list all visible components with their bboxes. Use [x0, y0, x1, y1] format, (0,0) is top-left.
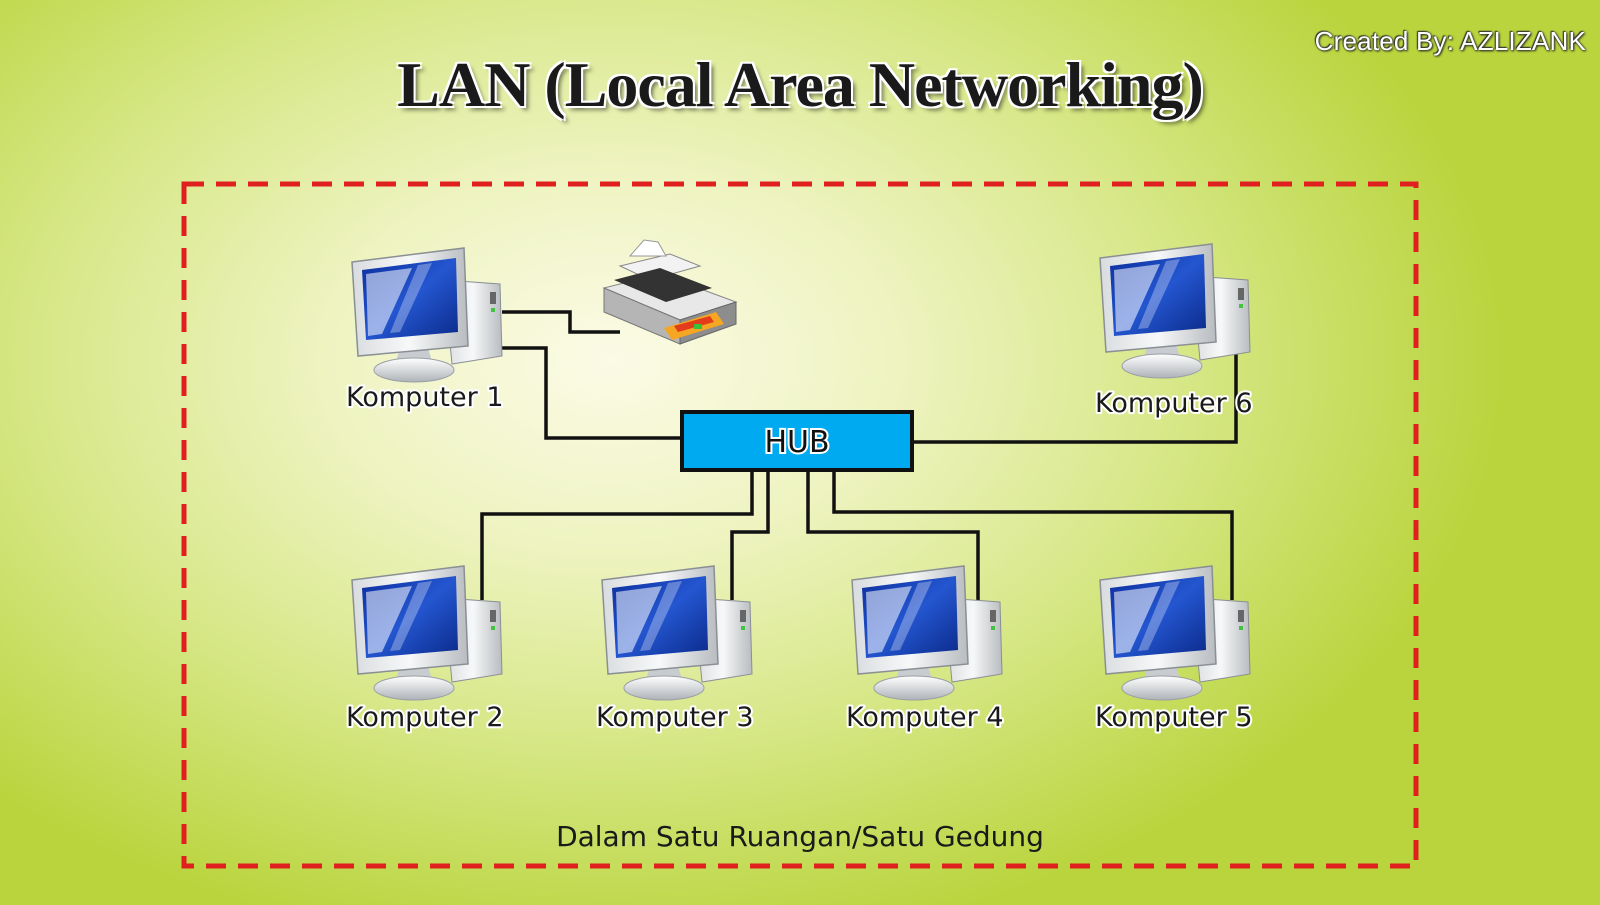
- computer-node-3: Komputer 3: [594, 565, 756, 735]
- computer-node-5: Komputer 5: [1093, 565, 1255, 735]
- computer-label-3: Komputer 3: [596, 702, 754, 733]
- computer-monitor-icon: [351, 247, 503, 383]
- computer-label-2: Komputer 2: [346, 702, 504, 733]
- hub-box: [680, 410, 914, 472]
- boundary-caption: Dalam Satu Ruangan/Satu Gedung: [556, 820, 1044, 853]
- computer-label-1: Komputer 1: [346, 382, 504, 413]
- computer-monitor-icon: [1099, 243, 1251, 379]
- hub-label: HUB: [764, 425, 829, 460]
- computer-node-1: Komputer 1: [344, 247, 506, 415]
- page-credit: Created By: AZLIZANK: [1314, 26, 1586, 56]
- computer-monitor-icon: [601, 565, 753, 701]
- computer-node-6: Komputer 6: [1093, 243, 1255, 421]
- cable-k5-hub: [832, 470, 1234, 600]
- network-cables: [480, 310, 1238, 600]
- page-title: LAN (Local Area Networking): [397, 49, 1204, 120]
- boundary-box: [181, 181, 1419, 869]
- computer-label-4: Komputer 4: [846, 702, 1004, 733]
- computer-monitor-icon: [351, 565, 503, 701]
- cable-k4-hub: [806, 470, 980, 600]
- cable-k1-hub: [502, 346, 682, 440]
- cable-k3-hub: [730, 470, 770, 600]
- cable-k6-hub: [912, 350, 1238, 444]
- computer-monitor-icon: [1099, 565, 1251, 701]
- cable-k1-printer: [502, 310, 620, 334]
- cable-k2-hub: [480, 470, 754, 600]
- computer-label-6: Komputer 6: [1095, 388, 1253, 419]
- computer-node-2: Komputer 2: [344, 565, 506, 735]
- hub-node: HUB: [680, 410, 914, 472]
- printer-icon: [602, 239, 738, 345]
- computer-node-4: Komputer 4: [844, 565, 1006, 735]
- computer-label-5: Komputer 5: [1095, 702, 1253, 733]
